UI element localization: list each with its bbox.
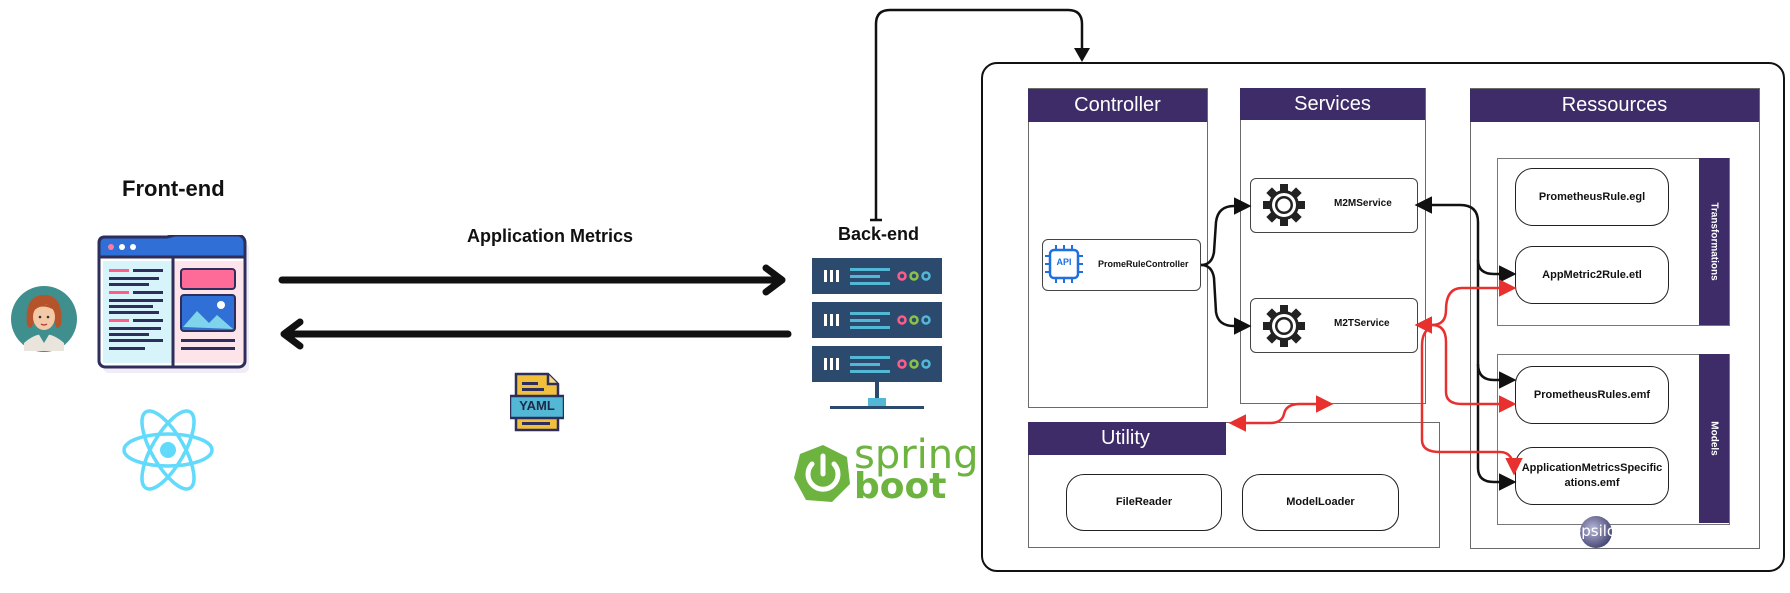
server-rack-icon xyxy=(812,258,942,409)
react-logo-icon xyxy=(122,409,214,491)
m2t-service-label: M2TService xyxy=(1334,318,1390,329)
prometheus-rule-egl-box[interactable]: PrometheusRule.egl xyxy=(1515,168,1669,226)
application-metrics-specifications-emf-label: ApplicationMetricsSpecifications.emf xyxy=(1521,462,1663,489)
boot-word: boot xyxy=(854,466,947,507)
yaml-file-icon: YAML xyxy=(510,372,564,432)
transformations-label: Transformations xyxy=(1699,158,1729,325)
m2t-gear-icon xyxy=(1263,305,1305,347)
services-header: Services xyxy=(1240,88,1425,120)
prometheus-rules-emf-box[interactable]: PrometheusRules.emf xyxy=(1515,366,1669,424)
application-metrics-specifications-emf-box[interactable]: ApplicationMetricsSpecifications.emf xyxy=(1515,447,1669,505)
backend-title: Back-end xyxy=(838,224,920,244)
request-arrow xyxy=(278,264,786,296)
yaml-badge-text: YAML xyxy=(519,398,555,413)
utility-header: Utility xyxy=(1028,422,1226,455)
m2m-service-label: M2MService xyxy=(1334,198,1392,209)
spring-power-icon xyxy=(794,445,850,502)
application-metrics-label: Application Metrics xyxy=(467,226,634,246)
api-chip-label: API xyxy=(1056,257,1072,267)
epsilon-logo: epsilon xyxy=(1570,514,1626,548)
prome-rule-controller-label: PromeRuleController xyxy=(1098,259,1189,269)
spring-boot-logo: spring boot xyxy=(792,432,979,507)
app-metric2rule-etl-box[interactable]: AppMetric2Rule.etl xyxy=(1515,246,1669,304)
resources-header: Ressources xyxy=(1470,89,1759,122)
file-reader-box[interactable]: FileReader xyxy=(1066,474,1222,531)
backend-arrowhead xyxy=(1074,48,1090,62)
browser-window-icon xyxy=(97,235,249,373)
user-avatar-icon xyxy=(11,286,77,352)
models-label: Models xyxy=(1699,354,1729,523)
epsilon-logo-text: epsilon xyxy=(1572,522,1626,540)
model-loader-box[interactable]: ModelLoader xyxy=(1242,474,1399,531)
frontend-title: Front-end xyxy=(122,176,225,201)
spring-word: spring xyxy=(854,432,979,478)
m2m-gear-icon xyxy=(1263,184,1305,226)
controller-header: Controller xyxy=(1028,89,1207,122)
services-pane xyxy=(1240,88,1426,404)
api-chip-icon xyxy=(1045,245,1083,283)
response-arrow xyxy=(280,318,792,350)
